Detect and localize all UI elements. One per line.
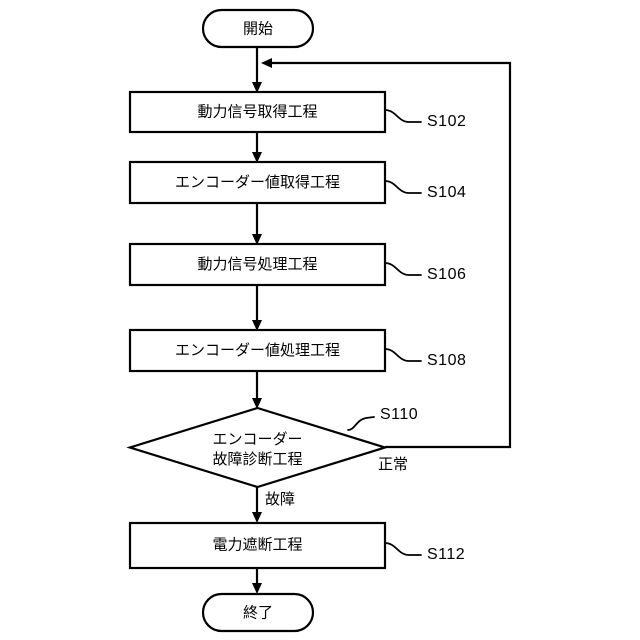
s104-step-id: S104 bbox=[427, 184, 466, 201]
node-decision-s110: エンコーダー 故障診断工程 S110 bbox=[126, 406, 418, 489]
arrow-head-icon bbox=[252, 82, 262, 93]
s106-label: 動力信号処理工程 bbox=[197, 256, 317, 273]
arrow-head-icon bbox=[252, 320, 262, 331]
connector-start-to-s102 bbox=[252, 47, 262, 93]
s108-label: エンコーダー値処理工程 bbox=[175, 342, 340, 359]
s112-label: 電力遮断工程 bbox=[212, 536, 302, 553]
connector-s102-to-s104 bbox=[252, 132, 262, 163]
arrow-head-icon bbox=[252, 398, 262, 409]
s112-process-shape bbox=[128, 521, 387, 570]
node-step-s112: 電力遮断工程 S112 bbox=[128, 521, 465, 570]
node-step-s108: エンコーダー値処理工程 S108 bbox=[128, 328, 466, 373]
connector-s104-to-s106 bbox=[252, 203, 262, 245]
node-step-s106: 動力信号処理工程 S106 bbox=[128, 242, 466, 287]
s106-process-shape bbox=[128, 242, 387, 287]
s106-leader-line bbox=[384, 262, 422, 276]
s108-leader-line bbox=[384, 348, 422, 362]
node-end: 終了 bbox=[201, 592, 315, 633]
node-step-s102: 動力信号取得工程 S102 bbox=[128, 90, 466, 134]
s108-step-id: S108 bbox=[427, 352, 466, 369]
s104-process-shape bbox=[128, 160, 387, 205]
s102-process-shape bbox=[128, 90, 387, 134]
s102-label: 動力信号取得工程 bbox=[197, 103, 317, 120]
connector-s110-normal-feedback-loop bbox=[261, 58, 512, 449]
s104-label: エンコーダー値取得工程 bbox=[175, 174, 340, 191]
s102-step-id: S102 bbox=[427, 113, 466, 130]
start-terminator-shape bbox=[201, 8, 315, 49]
start-label: 開始 bbox=[243, 20, 273, 37]
connector-s106-to-s108 bbox=[252, 285, 262, 331]
node-start: 開始 bbox=[201, 8, 315, 49]
s112-leader-line bbox=[384, 542, 422, 556]
s102-leader-line bbox=[384, 109, 422, 123]
branch-label-normal: 正常 bbox=[378, 456, 408, 473]
arrow-head-icon bbox=[252, 152, 262, 163]
s112-step-id: S112 bbox=[427, 546, 465, 563]
connector-s110-failure-to-s112 bbox=[252, 487, 262, 523]
s108-process-shape bbox=[128, 328, 387, 373]
end-terminator-shape bbox=[201, 592, 315, 633]
branch-label-failure: 故障 bbox=[265, 490, 295, 508]
arrow-head-icon bbox=[252, 234, 262, 245]
s106-step-id: S106 bbox=[427, 266, 466, 283]
connector-s108-to-s110 bbox=[252, 371, 262, 409]
s110-decision-shape bbox=[126, 406, 389, 489]
s110-label-line2: 故障診断工程 bbox=[212, 450, 302, 468]
s110-step-id: S110 bbox=[380, 406, 418, 423]
connector-s112-to-end bbox=[252, 568, 262, 594]
s110-label-line1: エンコーダー bbox=[212, 431, 302, 448]
arrow-head-icon bbox=[252, 512, 262, 523]
arrow-head-icon bbox=[261, 58, 272, 68]
end-label: 終了 bbox=[243, 604, 273, 621]
node-step-s104: エンコーダー値取得工程 S104 bbox=[128, 160, 466, 205]
s110-leader-line bbox=[347, 416, 375, 431]
arrow-head-icon bbox=[252, 583, 262, 594]
s104-leader-line bbox=[384, 180, 422, 194]
